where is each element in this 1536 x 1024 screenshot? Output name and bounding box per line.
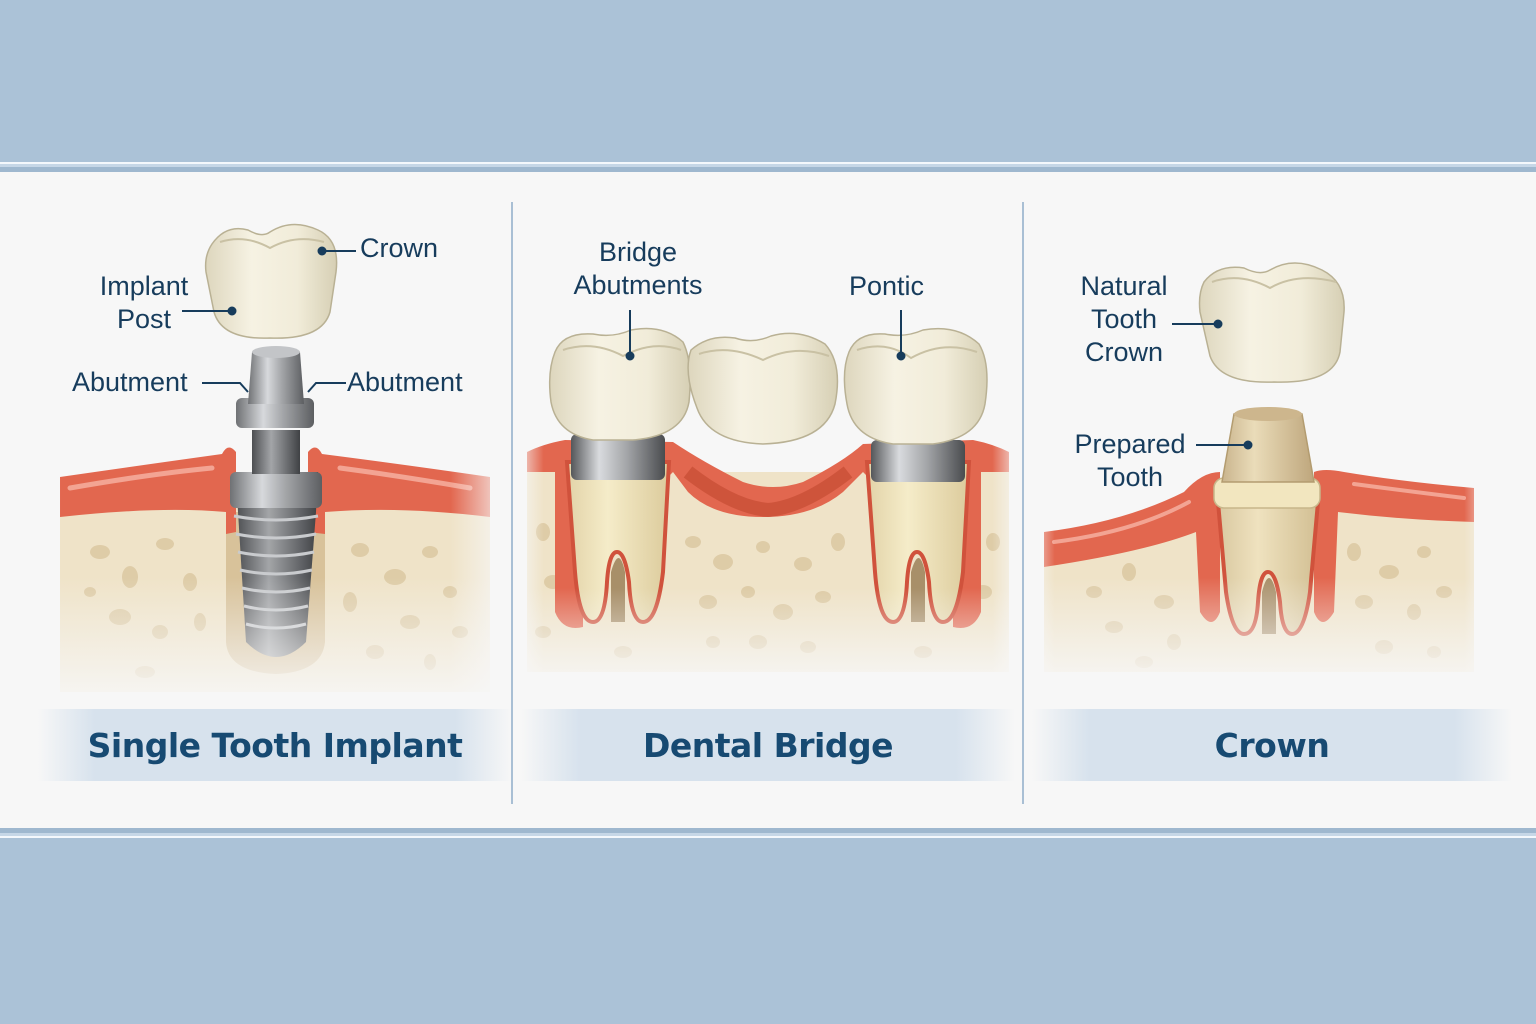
panel-title: Dental Bridge [643,725,893,765]
metal-band-right [871,440,965,482]
top-background-band [0,0,1536,160]
implant-collar [230,472,322,508]
comparison-panel-area: Crown Implant Post Abutment Abutment Sin… [0,172,1536,828]
panel-title: Crown [1214,725,1330,765]
label-abutment-right: Abutment [347,367,463,397]
bottom-background-band [0,840,1536,1024]
panel-title: Single Tooth Implant [87,725,463,765]
crown-right [843,327,988,445]
panel-title-bar: Crown [1032,709,1512,781]
label-implant-post: Implant Post [99,271,189,334]
metal-band-left [571,434,665,480]
panel-single-tooth-implant: Crown Implant Post Abutment Abutment Sin… [0,172,512,828]
label-natural-tooth-crown: Natural Tooth Crown [1080,271,1168,367]
panel-title-bar: Single Tooth Implant [38,709,512,781]
label-abutment-left: Abutment [72,367,188,397]
label-pontic: Pontic [849,271,925,301]
pontic-tooth [687,332,839,445]
crown-left [548,327,691,441]
label-prepared-tooth: Prepared Tooth [1074,429,1186,492]
panel-divider [511,202,513,804]
panel-title-bar: Dental Bridge [521,709,1015,781]
label-bridge-abutments: Bridge Abutments [573,237,703,300]
panel-dental-bridge: Bridge Abutments Pontic Dental Bridge [513,172,1023,828]
panel-crown: Natural Tooth Crown Prepared Tooth Crown [1024,172,1536,828]
label-crown: Crown [360,233,439,263]
top-divider-rule [0,160,1536,172]
bottom-divider-rule [0,828,1536,840]
panel-divider [1022,202,1024,804]
